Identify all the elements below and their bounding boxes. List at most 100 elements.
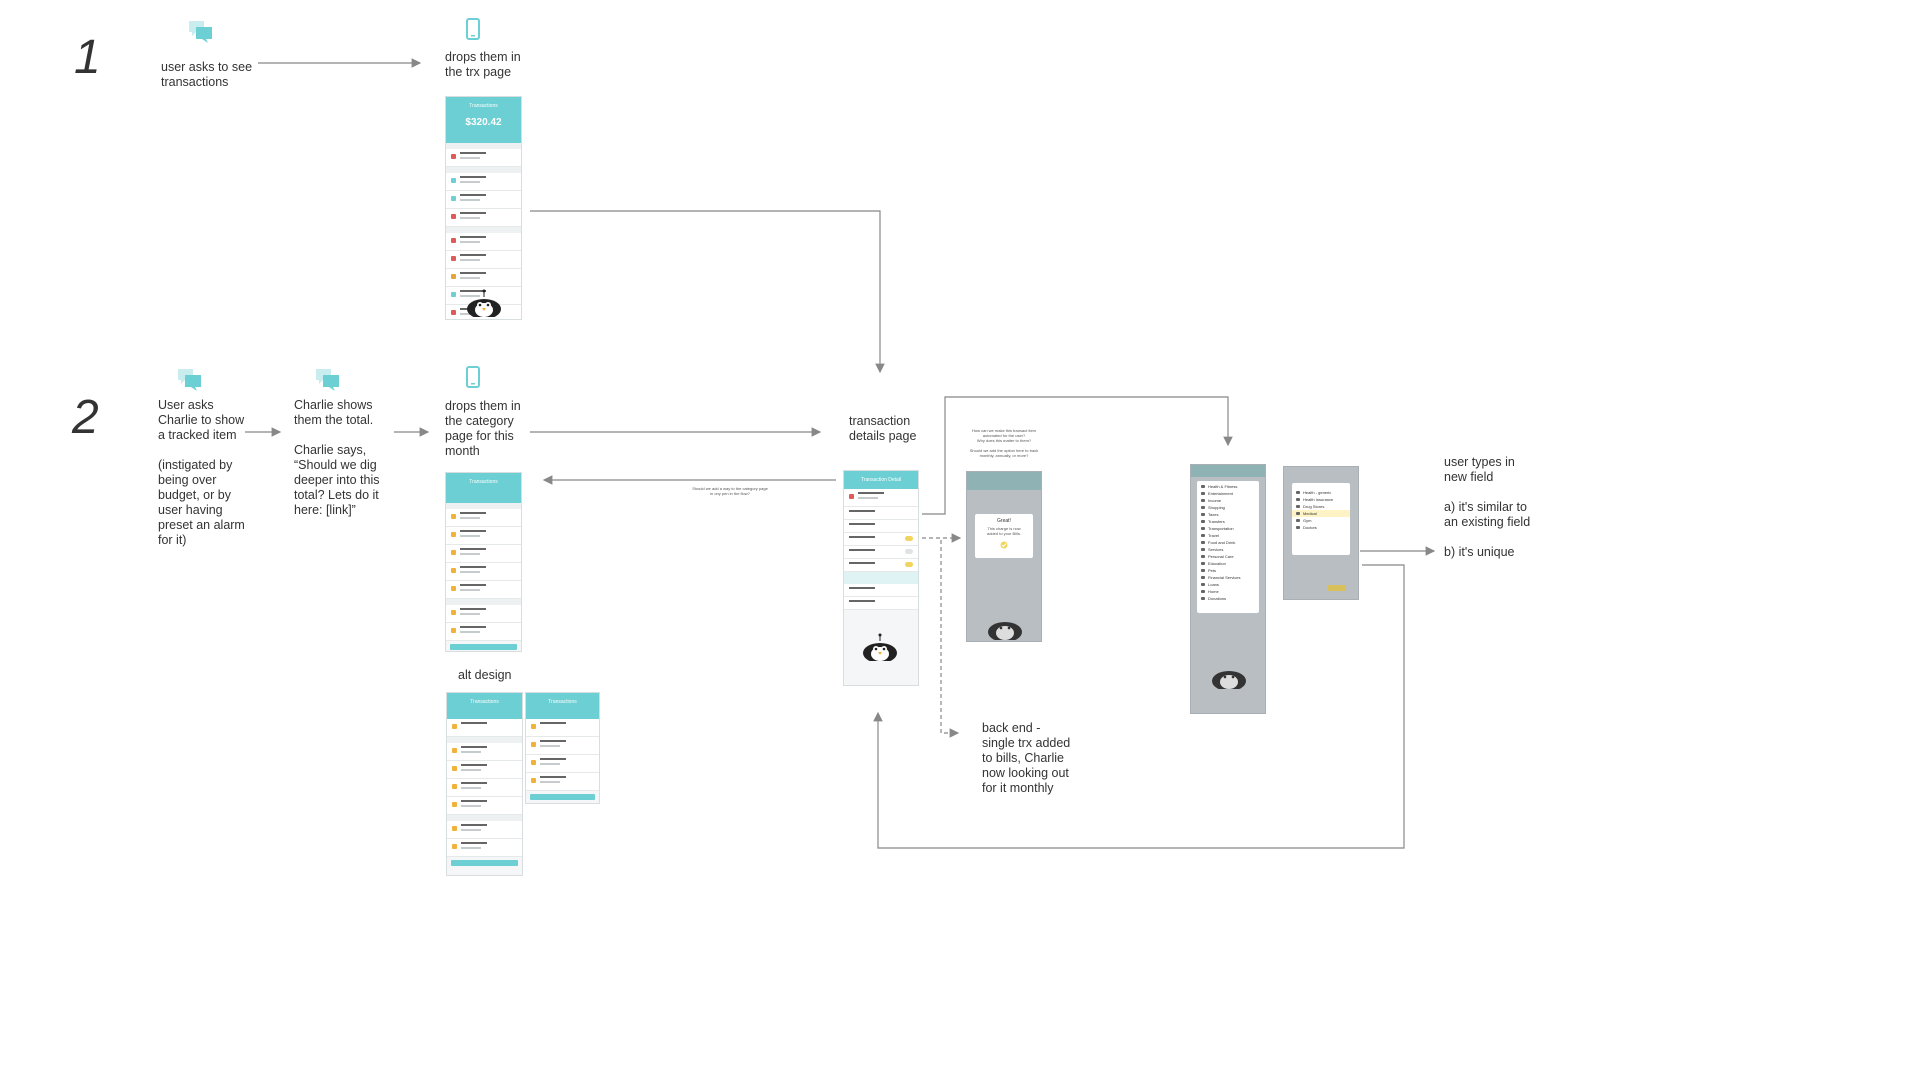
category-item[interactable]: Education: [1197, 560, 1259, 567]
transaction-detail-screen: Transaction Detail: [843, 470, 919, 686]
confirmation-modal: Great! This charge is now added to your …: [975, 514, 1033, 558]
flow2-drops-label: drops them in the category page for this…: [445, 399, 521, 458]
category-item[interactable]: Transportation: [1197, 525, 1259, 532]
step-number-1: 1: [74, 31, 101, 84]
list-item[interactable]: [447, 797, 522, 815]
detail-field[interactable]: [844, 507, 918, 520]
category-item[interactable]: Transfers: [1197, 518, 1259, 525]
chat-bubble-icon: [178, 369, 201, 391]
detail-toggle[interactable]: [844, 546, 918, 559]
subcategory-item[interactable]: Health Insurance: [1292, 496, 1350, 503]
category-item[interactable]: Shopping: [1197, 504, 1259, 511]
category-item[interactable]: Pets: [1197, 567, 1259, 574]
list-item[interactable]: [447, 743, 522, 761]
list-item[interactable]: [446, 209, 521, 227]
load-more-button[interactable]: [530, 794, 595, 800]
screen-title: Transactions: [469, 103, 498, 109]
category-item[interactable]: Donations: [1197, 595, 1259, 602]
category-item[interactable]: Personal Care: [1197, 553, 1259, 560]
list-item[interactable]: [526, 773, 599, 791]
load-more-button[interactable]: [451, 860, 518, 866]
subcategory-item[interactable]: Medical: [1292, 510, 1350, 517]
detail-field[interactable]: [844, 520, 918, 533]
phone-icon: [466, 18, 480, 40]
detail-field[interactable]: [844, 584, 918, 597]
subcategory-item[interactable]: Doctors: [1292, 524, 1350, 531]
list-item[interactable]: [526, 719, 599, 737]
list-item[interactable]: [446, 173, 521, 191]
balance-amount: $320.42: [465, 117, 502, 128]
alt-design-screen-a: Transactions: [446, 692, 523, 876]
category-page-screen: Transactions: [445, 472, 522, 652]
phone-icon: [466, 366, 480, 388]
category-item[interactable]: Taxes: [1197, 511, 1259, 518]
chat-bubble-icon: [316, 369, 339, 391]
flow1-user-asks-label: user asks to see transactions: [161, 60, 253, 89]
category-item[interactable]: Loans: [1197, 581, 1259, 588]
list-item[interactable]: [526, 755, 599, 773]
flow1-drops-label: drops them in the trx page: [445, 50, 521, 79]
step-number-2: 2: [72, 391, 99, 444]
penguin-mascot-icon: [988, 622, 1022, 640]
category-item[interactable]: Food and Drink: [1197, 539, 1259, 546]
list-item[interactable]: [447, 761, 522, 779]
automation-question-note: How can we make this transact item autom…: [969, 428, 1039, 458]
list-item[interactable]: [446, 605, 521, 623]
trx-page-screen: Transactions $320.42: [445, 96, 522, 320]
category-item[interactable]: Services: [1197, 546, 1259, 553]
list-item[interactable]: [446, 191, 521, 209]
screen-title: Transaction Detail: [860, 477, 902, 483]
list-item[interactable]: [446, 623, 521, 641]
bills-confirmation-screen: Great! This charge is now added to your …: [966, 471, 1042, 642]
screen-title: Transactions: [548, 699, 577, 705]
detail-toggle[interactable]: [844, 559, 918, 572]
category-item[interactable]: Financial Services: [1197, 574, 1259, 581]
list-item[interactable]: [447, 839, 522, 857]
subcategory-item[interactable]: Gym: [1292, 517, 1350, 524]
category-item[interactable]: Travel: [1197, 532, 1259, 539]
detail-field[interactable]: [844, 597, 918, 610]
screen-title: Transactions: [470, 699, 499, 705]
detail-toggle[interactable]: [844, 533, 918, 546]
list-item[interactable]: [446, 509, 521, 527]
modal-title: Great!: [997, 518, 1011, 524]
alt-design-label: alt design: [458, 668, 512, 682]
list-item[interactable]: [446, 545, 521, 563]
category-item[interactable]: Entertainment: [1197, 490, 1259, 497]
subcategory-item[interactable]: Health - generic: [1292, 489, 1350, 496]
category-item[interactable]: Health & Fitness: [1197, 483, 1259, 490]
backend-label: back end - single trx added to bills, Ch…: [982, 721, 1071, 795]
penguin-mascot-icon: [863, 633, 897, 661]
list-item[interactable]: [446, 149, 521, 167]
list-item[interactable]: [446, 581, 521, 599]
list-item[interactable]: [446, 563, 521, 581]
subcategory-item[interactable]: Drug Stores: [1292, 503, 1350, 510]
screen-title: Transactions: [469, 479, 498, 485]
penguin-mascot-icon: [467, 289, 501, 317]
back-arrow-note: Should we add a way to the category page…: [692, 486, 768, 496]
flow2-charlie-shows-label: Charlie shows them the total. Charlie sa…: [294, 398, 380, 517]
chat-bubble-icon: [189, 21, 212, 43]
list-item[interactable]: [447, 719, 522, 737]
modal-body: This charge is now added to your Bills.: [986, 526, 1022, 536]
list-item[interactable]: [844, 489, 918, 507]
penguin-mascot-icon: [1212, 671, 1246, 689]
check-icon: [1000, 541, 1008, 549]
category-item[interactable]: Income: [1197, 497, 1259, 504]
alt-design-screen-b: Transactions: [525, 692, 600, 804]
load-more-button[interactable]: [450, 644, 517, 650]
list-item[interactable]: [447, 821, 522, 839]
transaction-details-label: transaction details page: [849, 414, 917, 443]
list-item[interactable]: [446, 269, 521, 287]
list-item[interactable]: [526, 737, 599, 755]
list-item[interactable]: [446, 233, 521, 251]
list-item[interactable]: [446, 251, 521, 269]
flow2-user-asks-label: User asks Charlie to show a tracked item…: [158, 398, 245, 547]
list-item[interactable]: [446, 527, 521, 545]
list-item[interactable]: [447, 779, 522, 797]
category-item[interactable]: Home: [1197, 588, 1259, 595]
